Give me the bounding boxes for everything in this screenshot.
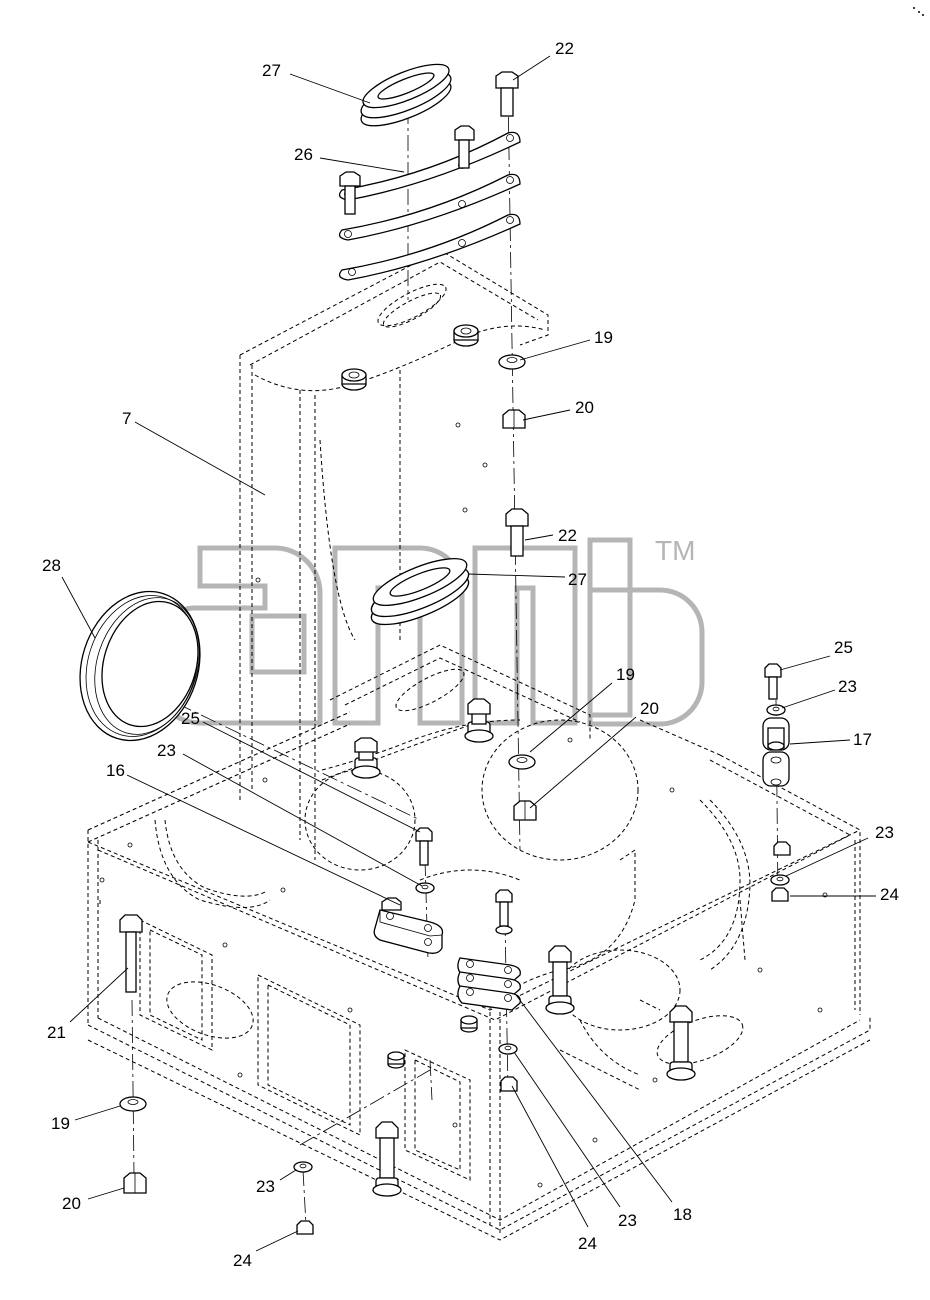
callout-19-lower: 19	[51, 1114, 70, 1133]
callouts: 27 22 26 19 20 7 22 27 28 19 25 20 25 23…	[42, 39, 899, 1270]
bolt-21	[119, 914, 143, 993]
callout-26: 26	[294, 145, 313, 164]
callout-22-top: 22	[555, 39, 574, 58]
callout-24-bottom-left: 24	[233, 1251, 252, 1270]
callout-24-bottom-center: 24	[578, 1234, 597, 1253]
callout-17: 17	[853, 730, 872, 749]
housing	[87, 249, 871, 1241]
callout-23-left: 23	[157, 741, 176, 760]
callout-20-lower: 20	[62, 1194, 81, 1213]
callout-19-upper: 19	[594, 328, 613, 347]
callout-18: 18	[673, 1205, 692, 1224]
nut-column-left	[341, 368, 367, 391]
bolt-flange-right	[464, 698, 494, 743]
bracket-17	[762, 717, 790, 787]
callout-20-upper: 20	[575, 398, 594, 417]
bracket-16	[373, 897, 444, 954]
callout-20-middle: 20	[640, 699, 659, 718]
callout-21: 21	[47, 1023, 66, 1042]
watermark-tm: TM	[655, 535, 695, 566]
nut-20-lower	[123, 1172, 147, 1194]
bolt-flange-left	[351, 737, 381, 779]
bolt-base-right	[666, 1005, 696, 1081]
callout-7: 7	[122, 409, 131, 428]
washer-19-middle	[508, 754, 536, 770]
washer-19-lower	[119, 1096, 147, 1112]
nut-24-center	[500, 1076, 518, 1092]
nut-20-middle	[513, 800, 537, 821]
bolt-25-left	[415, 827, 433, 866]
callout-25-right: 25	[834, 638, 853, 657]
callout-28: 28	[42, 556, 61, 575]
callout-19-middle: 19	[616, 665, 635, 684]
callout-27-middle: 27	[568, 570, 587, 589]
bolt-base-front	[372, 1121, 402, 1197]
nut-base-a	[460, 1015, 478, 1033]
callout-24-right: 24	[880, 885, 899, 904]
plates-26	[338, 131, 521, 281]
corner-mark	[913, 7, 924, 16]
grommet-27-top	[360, 63, 452, 127]
bolt-plate-right	[454, 125, 475, 169]
bolt-22-middle	[505, 508, 529, 557]
bolt-small-18	[495, 889, 513, 935]
bolt-base-center	[545, 945, 575, 1015]
callout-23-right-top: 23	[838, 677, 857, 696]
bolt-plate-left	[339, 171, 361, 215]
parts	[79, 63, 791, 1235]
grommet-27-middle	[370, 558, 470, 626]
bracket-18	[457, 957, 521, 1011]
callout-22-middle: 22	[558, 526, 577, 545]
nut-20-upper	[502, 409, 526, 429]
callout-27-top: 27	[262, 61, 281, 80]
washer-23-center	[498, 1043, 518, 1055]
washer-23-bottom-left	[293, 1161, 313, 1173]
callout-23-right-lower: 23	[875, 823, 894, 842]
bolt-22-top	[495, 71, 519, 117]
washer-23-right-top	[766, 704, 786, 716]
callout-23-bottom-center: 23	[618, 1211, 637, 1230]
leader-lines	[61, 55, 876, 1252]
nut-24-bottom-left	[296, 1220, 314, 1235]
bolt-25-right	[764, 663, 782, 700]
nut-column-right	[453, 324, 479, 347]
callout-16: 16	[106, 761, 125, 780]
ring-seal-28	[79, 590, 201, 742]
nut-right-lower	[770, 841, 791, 902]
callout-25-left: 25	[181, 709, 200, 728]
nut-base-b	[387, 1051, 405, 1069]
washer-19-upper	[498, 354, 526, 370]
callout-23-bottom-left: 23	[256, 1177, 275, 1196]
